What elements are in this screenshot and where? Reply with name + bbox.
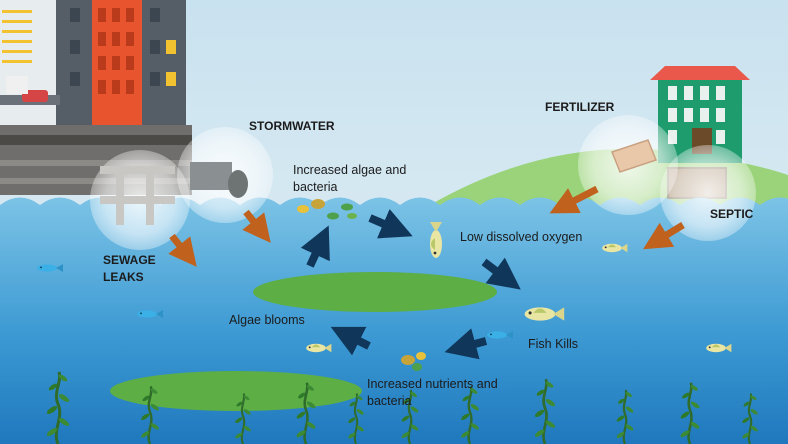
storm-pipe [190,162,248,198]
increased-algae-label-line2: bacteria [293,180,338,194]
increased-nutrients-label-line2: bacteria [367,394,412,408]
septic-label: SEPTIC [710,207,754,221]
cycle-arrow-algae-to-oxygen [368,208,413,239]
algae-blooms-label: Algae blooms [229,313,305,327]
sewage-arrow [168,233,197,267]
cycle-arrows [300,208,521,360]
fertilizer-arrow [549,185,599,214]
red-car [22,90,48,102]
source-arrows [168,185,685,267]
sewage-label-line2: LEAKS [103,270,144,284]
septic-arrow [643,222,685,250]
stormwater-label: STORMWATER [249,119,335,133]
septic-glow [660,145,756,241]
increased-algae-label-line1: Increased algae and [293,163,407,177]
truck [6,76,28,94]
algae-patch-lower [110,371,362,411]
low-oxygen-label: Low dissolved oxygen [460,230,583,244]
increased-nutrients-label-line1: Increased nutrients and [367,377,498,391]
sewage-pipes [100,166,175,225]
algae-particles [297,199,357,220]
cycle-arrow-nutrients-to-blooms [330,326,371,356]
sewage-label-line1: SEWAGE [103,253,156,267]
fertilizer-label: FERTILIZER [545,100,615,114]
stormwater-arrow [242,209,271,243]
algae-patch-upper [253,272,497,312]
nutrient-particles [401,352,426,371]
city-buildings [0,0,186,135]
fish-kills-label: Fish Kills [528,337,579,351]
fertilizer-bag [611,139,657,173]
cycle-arrow-oxygen-to-kills [481,257,521,290]
cycle-arrow-blooms-to-algae [300,225,330,268]
cycle-arrow-kills-to-nutrients [444,328,488,360]
